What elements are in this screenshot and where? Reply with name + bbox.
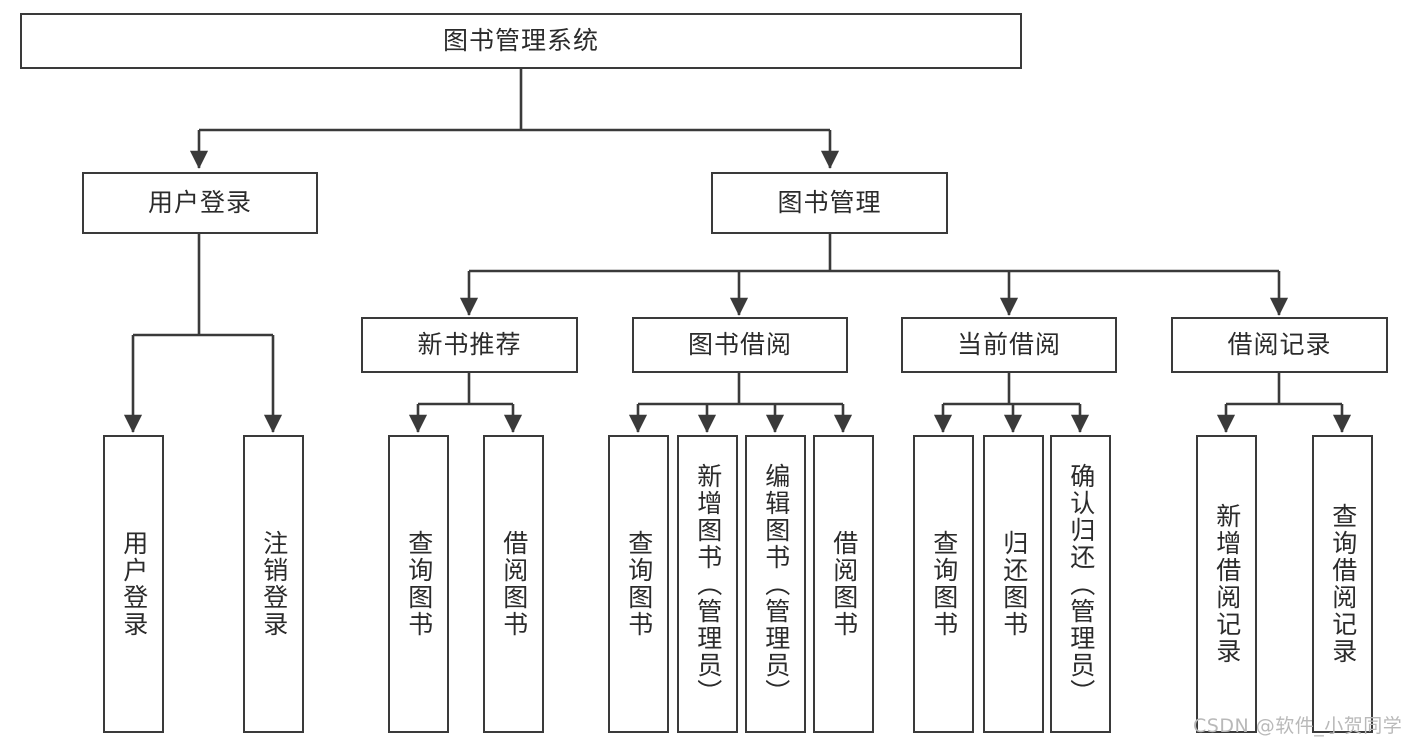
node-new-book-recommend-label: 新书推荐 bbox=[417, 330, 522, 360]
node-book-management-label: 图书管理 bbox=[777, 188, 882, 218]
leaf-add-record-label: 新增借阅记录 bbox=[1212, 503, 1242, 665]
node-current-borrow-label: 当前借阅 bbox=[956, 330, 1061, 360]
leaf-borrow-book-2[interactable]: 借阅图书 bbox=[813, 435, 874, 733]
node-current-borrow[interactable]: 当前借阅 bbox=[901, 317, 1117, 373]
node-borrow-record[interactable]: 借阅记录 bbox=[1171, 317, 1388, 373]
node-user-login[interactable]: 用户登录 bbox=[82, 172, 318, 234]
leaf-user-login-label: 用户登录 bbox=[119, 530, 149, 638]
leaf-query-book-1-label: 查询图书 bbox=[404, 530, 434, 638]
node-book-management[interactable]: 图书管理 bbox=[711, 172, 948, 234]
leaf-borrow-book-2-label: 借阅图书 bbox=[829, 530, 859, 638]
leaf-query-book-3-label: 查询图书 bbox=[929, 530, 959, 638]
leaf-user-login[interactable]: 用户登录 bbox=[103, 435, 164, 733]
node-new-book-recommend[interactable]: 新书推荐 bbox=[361, 317, 578, 373]
node-book-borrow-label: 图书借阅 bbox=[687, 330, 792, 360]
leaf-return-book[interactable]: 归还图书 bbox=[983, 435, 1044, 733]
node-book-borrow[interactable]: 图书借阅 bbox=[632, 317, 848, 373]
leaf-confirm-return-label: 确认归还（管理员） bbox=[1066, 462, 1096, 706]
leaf-add-book-label: 新增图书（管理员） bbox=[693, 462, 723, 706]
node-user-login-label: 用户登录 bbox=[147, 188, 252, 218]
node-root[interactable]: 图书管理系统 bbox=[20, 13, 1022, 69]
leaf-add-book[interactable]: 新增图书（管理员） bbox=[677, 435, 738, 733]
leaf-query-book-1[interactable]: 查询图书 bbox=[388, 435, 449, 733]
leaf-query-book-2[interactable]: 查询图书 bbox=[608, 435, 669, 733]
leaf-add-record[interactable]: 新增借阅记录 bbox=[1196, 435, 1257, 733]
leaf-edit-book[interactable]: 编辑图书（管理员） bbox=[745, 435, 806, 733]
leaf-edit-book-label: 编辑图书（管理员） bbox=[761, 462, 791, 706]
leaf-borrow-book-1-label: 借阅图书 bbox=[499, 530, 529, 638]
leaf-user-logout-label: 注销登录 bbox=[259, 530, 289, 638]
node-root-label: 图书管理系统 bbox=[442, 26, 599, 56]
leaf-query-book-3[interactable]: 查询图书 bbox=[913, 435, 974, 733]
leaf-user-logout[interactable]: 注销登录 bbox=[243, 435, 304, 733]
leaf-query-record-label: 查询借阅记录 bbox=[1328, 503, 1358, 665]
leaf-query-record[interactable]: 查询借阅记录 bbox=[1312, 435, 1373, 733]
leaf-confirm-return[interactable]: 确认归还（管理员） bbox=[1050, 435, 1111, 733]
leaf-query-book-2-label: 查询图书 bbox=[624, 530, 654, 638]
node-borrow-record-label: 借阅记录 bbox=[1227, 330, 1332, 360]
watermark: CSDN @软件_小贺同学 bbox=[1193, 715, 1403, 737]
leaf-borrow-book-1[interactable]: 借阅图书 bbox=[483, 435, 544, 733]
leaf-return-book-label: 归还图书 bbox=[999, 530, 1029, 638]
